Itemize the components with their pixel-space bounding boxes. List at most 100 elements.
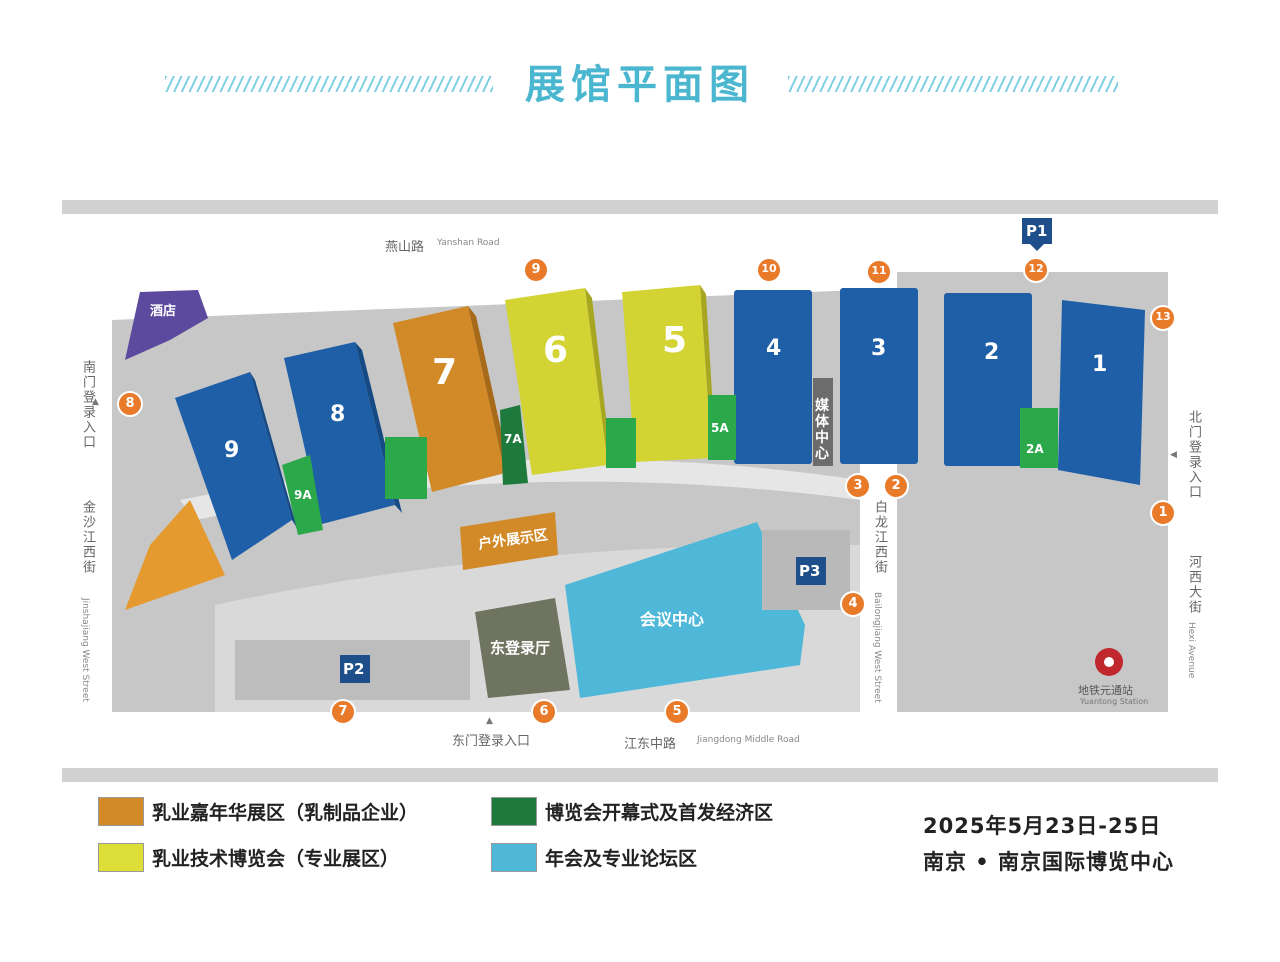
hall-9: [175, 372, 297, 560]
hall-5-label: 5: [662, 320, 688, 361]
east-gate-entrance: 东门登录入口: [452, 734, 531, 749]
road-south-en: Jiangdong Middle Road: [697, 735, 800, 745]
hall-3-label: 3: [871, 336, 887, 361]
green-box-1: [385, 437, 427, 499]
p1-label: P1: [1026, 222, 1048, 240]
north-gate-arrow-icon: ◀: [1170, 450, 1177, 460]
legend-item-carnival: 乳业嘉年华展区（乳制品企业）: [98, 797, 418, 826]
event-venue: 南京 • 南京国际博览中心: [923, 850, 1175, 874]
gate-8-label: 8: [125, 396, 135, 411]
gate-markers: [117, 257, 1176, 725]
hall-6: [505, 288, 612, 475]
inner-street: [112, 272, 860, 320]
hall-7a-label: 7A: [504, 432, 522, 446]
road-middle-en: Bailongjiang West Street: [872, 592, 882, 703]
hall-7a: [500, 405, 528, 485]
gate-9-marker: [523, 257, 549, 283]
hall-4-label: 4: [766, 336, 782, 361]
gate-13-marker: [1150, 305, 1176, 331]
legend-swatch-orange: [98, 797, 144, 826]
gate-9-label: 9: [531, 262, 541, 277]
east-lower-area: [897, 510, 1147, 710]
east-hall-label: 东登录厅: [490, 639, 551, 657]
gate-3-label: 3: [853, 478, 863, 493]
hall-8-label: 8: [330, 402, 346, 427]
hall-2: [944, 293, 1032, 466]
east-hall: [475, 598, 570, 698]
hall-1-label: 1: [1092, 352, 1108, 377]
gate-6-label: 6: [539, 704, 549, 719]
green-box-2: [606, 418, 636, 468]
road-north-en: Yanshan Road: [437, 238, 500, 248]
gate-12-label: 12: [1028, 262, 1044, 275]
gate-1-label: 1: [1158, 505, 1168, 520]
map-border-top: [62, 200, 1218, 214]
road-middle-cn: 白龙江西街: [872, 500, 887, 575]
hall-4: [734, 290, 812, 464]
gate-10-marker: [756, 257, 782, 283]
hall-7: [393, 306, 512, 492]
gate-11-marker: [866, 259, 892, 285]
legend-swatch-yellow: [98, 843, 144, 872]
west-orange-wedge: [125, 500, 225, 610]
road-west-en: Jinshajiang West Street: [80, 598, 90, 702]
road-north-cn: 燕山路: [385, 240, 425, 255]
hall-5a: [708, 395, 736, 460]
hall-5: [622, 285, 716, 462]
title-decoration-right: [788, 76, 1118, 92]
p2-label: P2: [343, 660, 365, 678]
legend-swatch-cyan: [491, 843, 537, 872]
gate-4-label: 4: [848, 596, 858, 611]
legend-item-tech-expo: 乳业技术博览会（专业展区）: [98, 843, 399, 872]
gate-10-label: 10: [761, 262, 777, 275]
conference-label: 会议中心: [640, 610, 705, 629]
gate-6-marker: [531, 699, 557, 725]
hotel-building: [125, 290, 208, 360]
gate-4-marker: [840, 591, 866, 617]
south-gate-entrance: 南门登录入口: [80, 360, 95, 450]
legend-swatch-darkgreen: [491, 797, 537, 826]
hall-9-label: 9: [224, 438, 240, 463]
event-date: 2025年5月23日-25日: [923, 814, 1162, 838]
p2-badge: [340, 655, 370, 683]
page-title: 展馆平面图: [525, 62, 755, 108]
metro-label: 地铁元通站: [1078, 684, 1133, 697]
road-west-cn: 金沙江西街: [80, 500, 95, 575]
map-border-bottom: [62, 768, 1218, 782]
metro-label-en: Yuantong Station: [1080, 697, 1149, 706]
p1-badge: [1022, 218, 1052, 251]
road-south-cn: 江东中路: [624, 737, 677, 752]
gate-13-label: 13: [1155, 310, 1171, 323]
legend-item-opening: 博览会开幕式及首发经济区: [491, 797, 773, 826]
outdoor-area: [460, 512, 558, 570]
gate-8-marker: [117, 391, 143, 417]
media-center-label: 媒体中心: [815, 398, 829, 462]
hall-3: [840, 288, 918, 464]
south-gate-arrow-icon: ▲: [92, 397, 99, 407]
road-east-cn: 河西大街: [1186, 555, 1201, 615]
hall-9a-label: 9A: [294, 488, 312, 502]
gate-5-marker: [664, 699, 690, 725]
gate-2-label: 2: [891, 478, 901, 493]
gate-2-marker: [883, 473, 909, 499]
gate-12-marker: [1023, 257, 1049, 283]
hall-9a: [282, 455, 323, 535]
gate-11-label: 11: [871, 264, 887, 277]
gate-7-marker: [330, 699, 356, 725]
road-east-en: Hexi Avenue: [1186, 622, 1196, 679]
legend-item-forum: 年会及专业论坛区: [491, 843, 697, 872]
north-gate-entrance: 北门登录入口: [1186, 410, 1201, 500]
p3-label: P3: [799, 562, 821, 580]
hall-2a-label: 2A: [1026, 442, 1044, 456]
title-decoration-left: [165, 76, 493, 92]
gate-3-marker: [845, 473, 871, 499]
gate-1-marker: [1150, 500, 1176, 526]
hotel-label: 酒店: [150, 304, 177, 319]
hall-2-label: 2: [984, 340, 1000, 365]
conference-center: [565, 522, 805, 698]
hall-1: [1058, 300, 1145, 485]
gate-7-label: 7: [338, 704, 348, 719]
hall-5a-label: 5A: [711, 421, 729, 435]
gate-5-label: 5: [672, 704, 682, 719]
